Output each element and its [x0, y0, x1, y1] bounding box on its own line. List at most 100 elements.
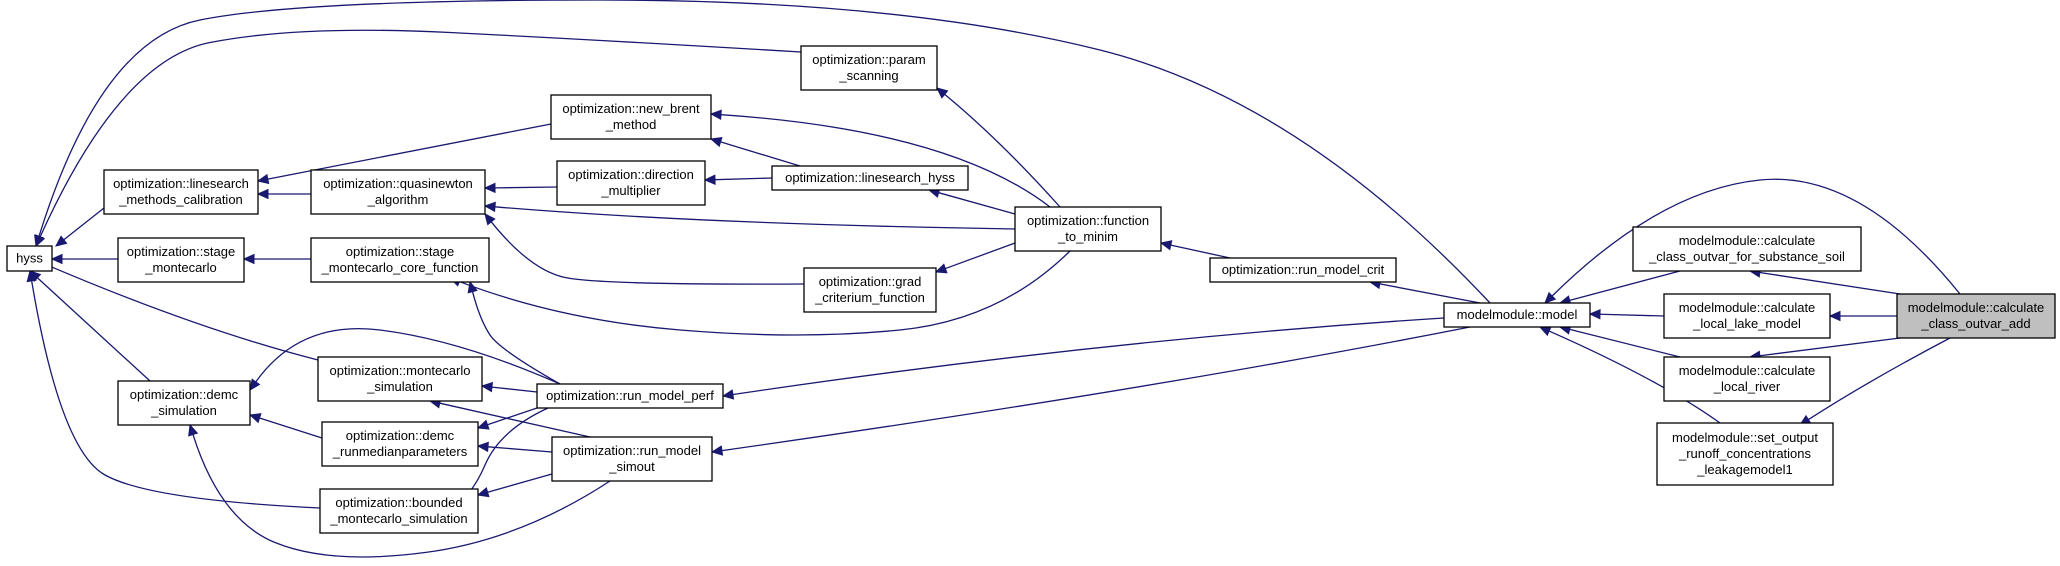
- node-bounded_mc[interactable]: optimization::bounded_montecarlo_simulat…: [319, 488, 479, 534]
- node-box[interactable]: [1209, 257, 1397, 283]
- node-run_perf[interactable]: optimization::run_model_perf: [536, 383, 724, 409]
- node-label-line: _montecarlo_simulation: [329, 511, 467, 526]
- node-box[interactable]: [117, 380, 251, 426]
- arrowhead: [476, 441, 489, 453]
- edge-run_perf-to-stage_mc_core: [467, 280, 561, 385]
- edge-run_simout-to-demc_runmed: [476, 441, 553, 453]
- node-box[interactable]: [310, 237, 490, 283]
- edge-run_perf-to-demc_runmed: [476, 407, 538, 430]
- edge-line: [487, 446, 553, 453]
- node-box[interactable]: [321, 421, 479, 467]
- node-set_output[interactable]: modelmodule::set_output_runoff_concentra…: [1656, 422, 1834, 486]
- node-box[interactable]: [550, 94, 712, 140]
- node-box[interactable]: [803, 267, 937, 313]
- node-label-line: _criterium_function: [814, 290, 925, 305]
- edge-dir_mult-to-quasinewton: [483, 182, 558, 194]
- node-hyss[interactable]: hyss: [6, 245, 53, 272]
- node-label-line: optimization::function: [1027, 213, 1149, 228]
- node-quasinewton[interactable]: optimization::quasinewton_algorithm: [310, 169, 486, 215]
- node-box[interactable]: [536, 383, 724, 409]
- node-run_simout[interactable]: optimization::run_model_simout: [551, 436, 713, 482]
- node-ls_calib[interactable]: optimization::linesearch_methods_calibra…: [103, 169, 259, 215]
- node-box[interactable]: [1663, 293, 1831, 339]
- node-box[interactable]: [317, 356, 483, 402]
- node-box[interactable]: [117, 237, 245, 283]
- node-label-line: optimization::run_model: [563, 443, 701, 458]
- node-box[interactable]: [800, 45, 938, 91]
- node-box[interactable]: [1014, 206, 1162, 252]
- edge-demc_sim-to-hyss: [29, 270, 151, 382]
- node-box[interactable]: [6, 245, 53, 272]
- node-box[interactable]: [1663, 356, 1831, 402]
- edge-line: [491, 386, 538, 393]
- node-run_crit[interactable]: optimization::run_model_crit: [1209, 257, 1397, 283]
- edge-line: [38, 0, 1491, 304]
- edge-line: [1569, 270, 1681, 302]
- arrowhead: [1588, 309, 1601, 320]
- node-box[interactable]: [556, 160, 706, 206]
- node-dir_mult[interactable]: optimization::direction_multiplier: [556, 160, 706, 206]
- edge-func_minim-to-grad_crit: [934, 242, 1016, 274]
- arrowhead: [1544, 291, 1557, 304]
- edge-stage_mc_core-to-stage_mc: [242, 253, 311, 265]
- arrowhead: [480, 381, 494, 393]
- node-new_brent[interactable]: optimization::new_brent_method: [550, 94, 712, 140]
- arrowhead: [703, 174, 716, 185]
- arrowhead: [483, 201, 496, 213]
- node-param_scan[interactable]: optimization::param_scanning: [800, 45, 938, 91]
- arrowhead: [934, 263, 948, 274]
- arrowhead: [55, 235, 68, 247]
- edge-calc_add-to-calc_soil: [1748, 267, 1901, 295]
- edge-line: [494, 186, 558, 189]
- node-func_minim[interactable]: optimization::function_to_minim: [1014, 206, 1162, 252]
- edge-line: [1379, 283, 1481, 304]
- node-calc_lake[interactable]: modelmodule::calculate_local_lake_model: [1663, 293, 1831, 339]
- edge-run_perf-to-mc_sim: [480, 381, 538, 393]
- node-stage_mc_core[interactable]: optimization::stage_montecarlo_core_func…: [310, 237, 490, 283]
- node-calc_soil[interactable]: modelmodule::calculate_class_outvar_for_…: [1632, 226, 1862, 272]
- edge-line: [721, 326, 1471, 452]
- edge-line: [944, 93, 1061, 208]
- edge-bounded_mc-to-hyss: [26, 269, 321, 509]
- node-calc_add[interactable]: modelmodule::calculate_class_outvar_add: [1896, 293, 2056, 339]
- node-label-line: _algorithm: [367, 192, 429, 207]
- node-box[interactable]: [1443, 302, 1591, 328]
- edge-param_scan-to-hyss: [35, 29, 802, 248]
- arrowhead: [1828, 310, 1841, 322]
- edge-line: [938, 192, 1016, 215]
- node-label-line: modelmodule::calculate: [1679, 363, 1816, 378]
- node-box[interactable]: [1632, 226, 1862, 272]
- node-box[interactable]: [310, 169, 486, 215]
- node-label-line: optimization::new_brent: [562, 101, 700, 116]
- arrowhead: [484, 213, 496, 226]
- edge-func_minim-to-quasinewton: [483, 201, 1016, 230]
- node-label-line: _leakagemodel1: [1696, 462, 1792, 477]
- node-demc_sim[interactable]: optimization::demc_simulation: [117, 380, 251, 426]
- node-box[interactable]: [1896, 293, 2056, 339]
- edge-line: [490, 221, 805, 285]
- node-box[interactable]: [319, 488, 479, 534]
- node-box[interactable]: [771, 165, 969, 191]
- node-grad_crit[interactable]: optimization::grad_criterium_function: [803, 267, 937, 313]
- edge-model-to-run_simout: [710, 326, 1471, 456]
- node-box[interactable]: [551, 436, 713, 482]
- node-label-line: hyss: [16, 251, 43, 266]
- node-box[interactable]: [1656, 422, 1834, 486]
- node-stage_mc[interactable]: optimization::stage_montecarlo: [117, 237, 245, 283]
- node-demc_runmed[interactable]: optimization::demc_runmedianparameters: [321, 421, 479, 467]
- node-calc_river[interactable]: modelmodule::calculate_local_river: [1663, 356, 1831, 402]
- edge-calc_add-to-model: [1544, 178, 1961, 304]
- node-mc_sim[interactable]: optimization::montecarlo_simulation: [317, 356, 483, 402]
- edge-calc_add-to-calc_lake: [1828, 310, 1897, 322]
- arrowhead: [476, 487, 490, 498]
- node-ls_hyss[interactable]: optimization::linesearch_hyss: [771, 165, 969, 191]
- node-model[interactable]: modelmodule::model: [1443, 302, 1591, 328]
- node-box[interactable]: [103, 169, 259, 215]
- node-label-line: _to_minim: [1057, 229, 1118, 244]
- edge-stage_mc-to-hyss: [50, 253, 118, 265]
- arrowhead: [256, 173, 270, 185]
- edge-line: [48, 265, 319, 361]
- arrowhead: [467, 280, 478, 294]
- node-label-line: _scanning: [838, 68, 898, 83]
